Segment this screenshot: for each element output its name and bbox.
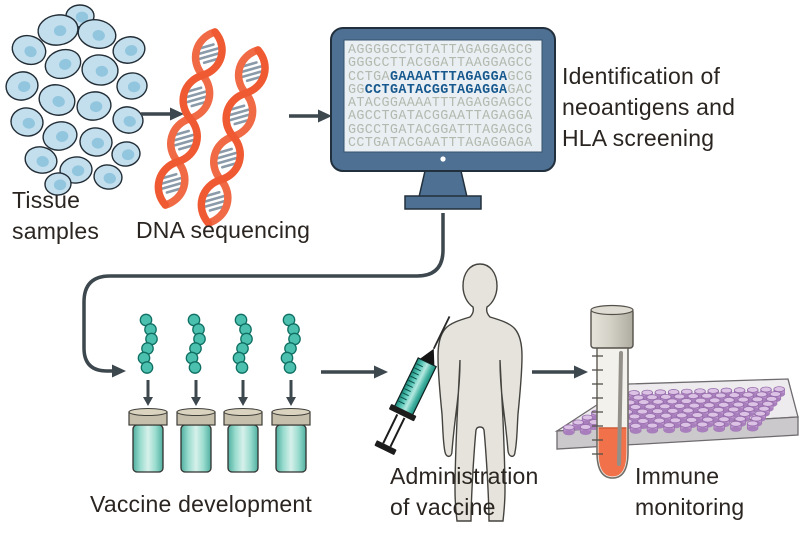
peptide-chain-icon: [280, 313, 301, 374]
label-dna-sequencing: DNA sequencing: [136, 217, 311, 243]
sequence-line: CCTGAGAAAATTTAGAGGAGCG: [348, 69, 533, 85]
microplate-well: [685, 417, 698, 428]
monitor-stand-neck: [418, 170, 468, 198]
arrow-dna-to-monitor: [289, 109, 332, 123]
tissue-cell: [76, 91, 112, 121]
tissue-cell: [10, 107, 44, 137]
tissue-samples-illustration: [5, 4, 148, 196]
sequence-line: GGCCTGATACGGTAGAGGAGAC: [348, 82, 533, 98]
microplate-well: [696, 421, 709, 433]
peptide-chain-icon: [232, 313, 253, 374]
tissue-cell: [111, 141, 141, 167]
microplate-icon: [554, 378, 799, 450]
tissue-cell: [44, 172, 72, 196]
arrow-down-icon: [191, 380, 201, 406]
tissue-cell: [112, 106, 144, 134]
vial-icon: [223, 407, 263, 473]
microplate-well: [579, 424, 592, 435]
tissue-cell: [11, 34, 47, 66]
tube-liquid: [598, 428, 627, 477]
microplate-well: [730, 420, 742, 432]
sequence-readout: AGGGGCCTGTATTAGAGGAGCG GGGCCTTACGGATTAAG…: [348, 44, 544, 150]
sequence-line: ATACGGAAAATTTAGAGGAGCC: [348, 96, 533, 112]
arrow-down-icon: [238, 380, 248, 406]
microplate-well: [630, 422, 642, 434]
connector-monitor-to-vaccine: [82, 213, 445, 378]
tissue-cell: [37, 14, 79, 46]
microplate-well: [663, 422, 675, 434]
tissue-cell: [44, 48, 82, 80]
peptide-chains: [137, 313, 301, 374]
vial-icon: [128, 407, 168, 473]
tissue-cell: [77, 19, 117, 49]
tissue-cell: [5, 71, 39, 101]
test-tube-icon: [590, 304, 634, 479]
sequence-line: GGCCTGATACGGATTTAGAGCG: [348, 122, 533, 138]
tissue-cell: [112, 36, 146, 64]
drop-arrows: [143, 380, 296, 406]
vial-icon: [176, 407, 216, 473]
tissue-cell: [79, 127, 113, 157]
arrow-vaccine-to-administration: [321, 365, 388, 379]
microplate-wells: [563, 386, 785, 436]
arrow-down-icon: [143, 380, 153, 406]
vaccine-vials: [128, 407, 311, 473]
label-vaccine-development: Vaccine development: [90, 491, 313, 517]
tissue-cell: [116, 72, 148, 100]
monitor-stand-base: [404, 195, 482, 210]
peptide-chain-icon: [185, 313, 206, 374]
tissue-cell: [93, 164, 123, 190]
tube-graduations: [592, 355, 603, 455]
arrow-tissue-to-dna: [141, 107, 184, 121]
sequence-line: AGGGGCCTGTATTAGAGGAGCG: [348, 43, 533, 58]
microplate-well: [563, 424, 575, 436]
label-immune-monitoring: Immune monitoring: [635, 463, 745, 520]
monitor-screen: [343, 39, 543, 153]
vial-icon: [271, 407, 311, 473]
microplate-well: [680, 421, 692, 433]
microplate-well: [646, 422, 659, 434]
tissue-cell: [81, 54, 119, 86]
microplate-well: [747, 386, 759, 398]
label-administration: Administration of vaccine: [390, 463, 539, 520]
syringe-icon: [374, 316, 451, 455]
tissue-cell: [42, 121, 78, 151]
sequence-line: CCTGATACGAATTTAGAGGAGA: [348, 136, 533, 152]
arrow-down-icon: [286, 380, 296, 406]
microplate-well: [746, 420, 759, 432]
label-tissue-samples: Tissue samples: [12, 187, 100, 244]
peptide-chain-icon: [137, 313, 158, 374]
monitor-illustration: [330, 27, 556, 210]
tissue-cell: [38, 84, 76, 116]
sequence-line: AGCCTGATACGGAATTAGAGGA: [348, 109, 533, 125]
tissue-cell: [24, 146, 58, 174]
microplate-well: [713, 421, 725, 433]
arrow-administration-to-immune: [532, 365, 588, 379]
power-dot-icon: [440, 156, 446, 162]
label-identification: Identification of neoantigens and HLA sc…: [562, 63, 736, 151]
human-silhouette: [437, 263, 523, 522]
sequence-line: GGGCCTTACGGATTAAGGAGCC: [348, 56, 533, 72]
